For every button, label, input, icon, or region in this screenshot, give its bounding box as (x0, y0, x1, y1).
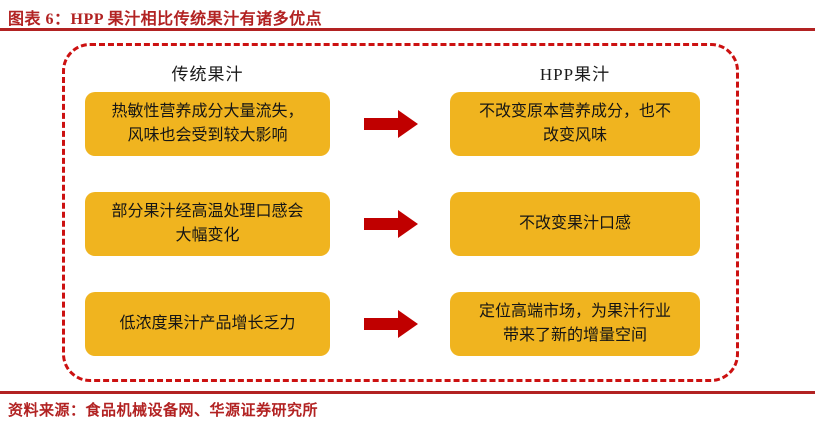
traditional-juice-point-2: 部分果汁经高温处理口感会 大幅变化 (85, 192, 330, 256)
hpp-juice-point-3: 定位高端市场，为果汁行业 带来了新的增量空间 (450, 292, 700, 356)
title-divider-line (0, 28, 815, 31)
source-note: 资料来源：食品机械设备网、华源证券研究所 (8, 403, 319, 419)
column-header-traditional-juice: 传统果汁 (171, 65, 244, 84)
right-arrow-icon (364, 210, 418, 238)
right-arrow-icon (364, 110, 418, 138)
traditional-juice-point-3: 低浓度果汁产品增长乏力 (85, 292, 330, 356)
comparison-diagram: 传统果汁 HPP果汁 热敏性营养成分大量流失， 风味也会受到较大影响 不改变原本… (62, 43, 739, 382)
column-header-hpp-juice: HPP果汁 (539, 65, 611, 84)
right-arrow-icon (364, 310, 418, 338)
hpp-juice-point-2: 不改变果汁口感 (450, 192, 700, 256)
source-divider-line (0, 391, 815, 394)
traditional-juice-point-1: 热敏性营养成分大量流失， 风味也会受到较大影响 (85, 92, 330, 156)
figure-title: 图表 6：HPP 果汁相比传统果汁有诸多优点 (8, 11, 323, 28)
hpp-juice-point-1: 不改变原本营养成分，也不 改变风味 (450, 92, 700, 156)
